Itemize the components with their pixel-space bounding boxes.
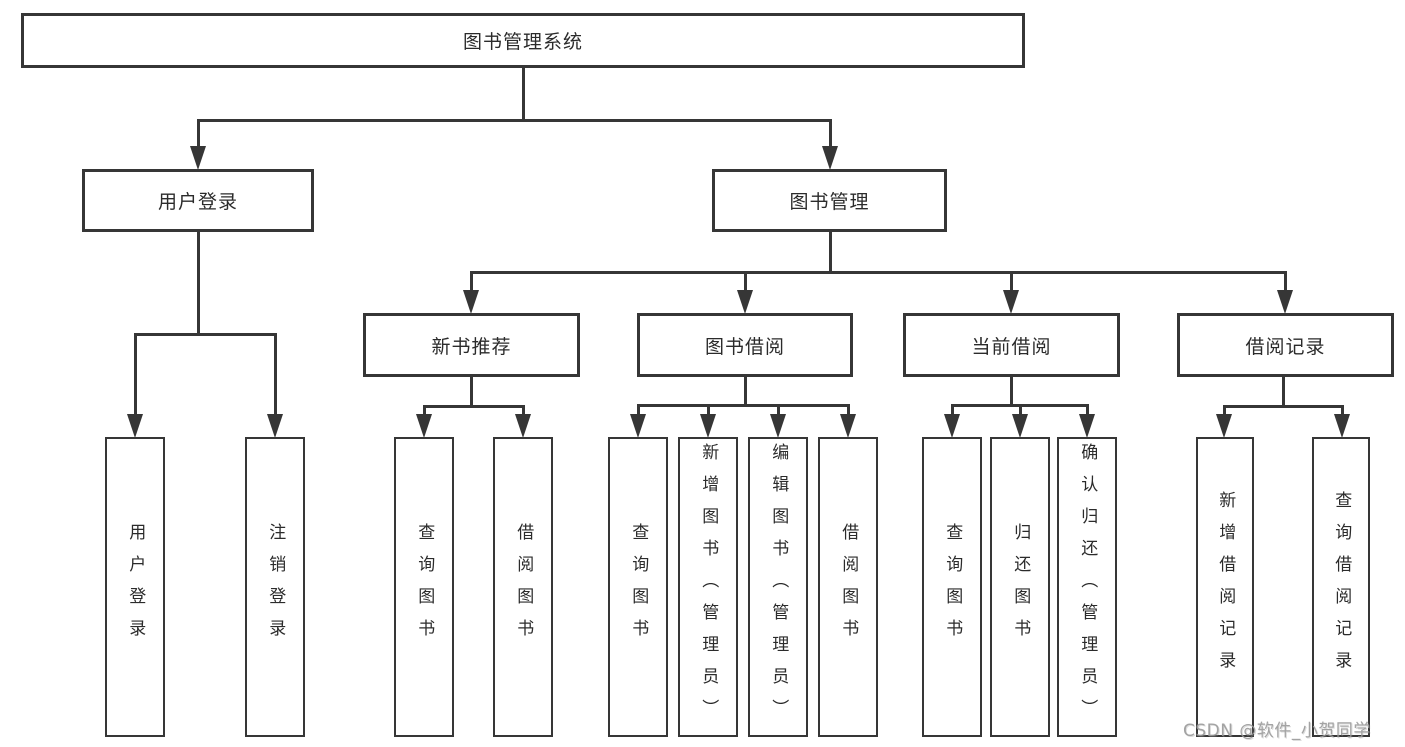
arrow-down-icon (1334, 414, 1350, 438)
arrow-down-icon (1216, 414, 1232, 438)
leaf-borrow-books-2-label: 借阅图书 (838, 523, 859, 651)
arrow-down-icon (1079, 414, 1095, 438)
node-root: 图书管理系统 (21, 13, 1025, 68)
connector-root-stem (521, 68, 525, 122)
leaf-borrow-books-2: 借阅图书 (818, 437, 878, 737)
connector-leaf-line (706, 404, 710, 416)
connector-borrow-records-rail (1222, 405, 1344, 408)
leaf-user-login-label: 用户登录 (125, 523, 146, 651)
connector-new-book-rail (422, 405, 525, 408)
connector-level2-rail (469, 271, 1287, 274)
arrow-down-icon (770, 414, 786, 438)
node-root-label: 图书管理系统 (462, 31, 583, 53)
leaf-query-borrow-record-label: 查询借阅记录 (1331, 491, 1352, 683)
leaf-confirm-return-admin: 确认归还（管理员） (1057, 437, 1117, 737)
connector-book-borrow-stem (743, 377, 747, 406)
connector-to-user-login (196, 119, 200, 149)
node-borrow-records: 借阅记录 (1177, 313, 1394, 377)
connector-leaf-line (776, 404, 780, 416)
leaf-query-books-3: 查询图书 (922, 437, 982, 737)
connector-to-book-management (828, 119, 832, 149)
node-book-borrow-label: 图书借阅 (704, 335, 785, 358)
leaf-query-books-3-label: 查询图书 (942, 523, 963, 651)
leaf-return-book-label: 归还图书 (1010, 523, 1031, 651)
leaf-query-books-1: 查询图书 (394, 437, 454, 737)
node-current-borrow-label: 当前借阅 (971, 335, 1052, 358)
arrow-down-icon (515, 414, 531, 438)
connector-to-leaf-logout (273, 333, 277, 416)
arrow-down-icon (700, 414, 716, 438)
node-user-login-label: 用户登录 (157, 191, 238, 213)
leaf-logout: 注销登录 (245, 437, 305, 737)
leaf-add-book-admin: 新增图书（管理员） (678, 437, 738, 737)
leaf-logout-label: 注销登录 (265, 523, 286, 651)
arrow-down-icon (1003, 290, 1019, 314)
node-current-borrow: 当前借阅 (903, 313, 1120, 377)
connector-to-borrow-records (1283, 271, 1287, 292)
connector-leaf-line (950, 404, 954, 416)
arrow-down-icon (190, 146, 206, 170)
connector-leaf-line (1340, 405, 1344, 416)
node-new-book-recommend: 新书推荐 (363, 313, 580, 377)
node-book-management-label: 图书管理 (789, 191, 870, 213)
connector-leaf-line (422, 405, 426, 416)
leaf-query-borrow-record: 查询借阅记录 (1312, 437, 1370, 737)
arrow-down-icon (416, 414, 432, 438)
arrow-down-icon (127, 414, 143, 438)
watermark: CSDN @软件_小贺同学 (1183, 721, 1371, 741)
arrow-down-icon (630, 414, 646, 438)
connector-new-book-stem (469, 377, 473, 407)
arrow-down-icon (944, 414, 960, 438)
leaf-add-borrow-record-label: 新增借阅记录 (1215, 491, 1236, 683)
connector-leaf-line (636, 404, 640, 416)
arrow-down-icon (1277, 290, 1293, 314)
connector-leaf-line (521, 405, 525, 416)
connector-leaf-line (1085, 404, 1089, 416)
arrow-down-icon (463, 290, 479, 314)
leaf-confirm-return-admin-label: 确认归还（管理员） (1077, 443, 1098, 731)
arrow-down-icon (737, 290, 753, 314)
leaf-add-borrow-record: 新增借阅记录 (1196, 437, 1254, 737)
leaf-return-book: 归还图书 (990, 437, 1050, 737)
leaf-add-book-admin-label: 新增图书（管理员） (698, 443, 719, 731)
leaf-edit-book-admin: 编辑图书（管理员） (748, 437, 808, 737)
connector-book-management-stem (828, 232, 832, 273)
node-borrow-records-label: 借阅记录 (1245, 335, 1326, 358)
arrow-down-icon (840, 414, 856, 438)
connector-current-borrow-stem (1009, 377, 1013, 406)
connector-leaf-line (1222, 405, 1226, 416)
connector-book-borrow-rail (636, 404, 850, 407)
node-book-borrow: 图书借阅 (637, 313, 853, 377)
arrow-down-icon (1012, 414, 1028, 438)
leaf-user-login: 用户登录 (105, 437, 165, 737)
connector-leaf-line (846, 404, 850, 416)
node-user-login: 用户登录 (82, 169, 314, 232)
leaf-borrow-books-1-label: 借阅图书 (513, 523, 534, 651)
connector-borrow-records-stem (1281, 377, 1285, 407)
arrow-down-icon (267, 414, 283, 438)
connector-to-book-borrow (743, 271, 747, 292)
arrow-down-icon (822, 146, 838, 170)
connector-leaf-line (1018, 404, 1022, 416)
node-new-book-recommend-label: 新书推荐 (431, 335, 512, 358)
leaf-query-books-2: 查询图书 (608, 437, 668, 737)
leaf-borrow-books-1: 借阅图书 (493, 437, 553, 737)
leaf-query-books-2-label: 查询图书 (628, 523, 649, 651)
connector-to-new-book-recommend (469, 271, 473, 292)
connector-user-login-stem (196, 232, 200, 335)
connector-to-current-borrow (1009, 271, 1013, 292)
connector-level1-rail (196, 119, 832, 122)
node-book-management: 图书管理 (712, 169, 947, 232)
leaf-query-books-1-label: 查询图书 (414, 523, 435, 651)
leaf-edit-book-admin-label: 编辑图书（管理员） (768, 443, 789, 731)
connector-user-login-rail (133, 333, 277, 336)
connector-to-leaf-user-login (133, 333, 137, 416)
